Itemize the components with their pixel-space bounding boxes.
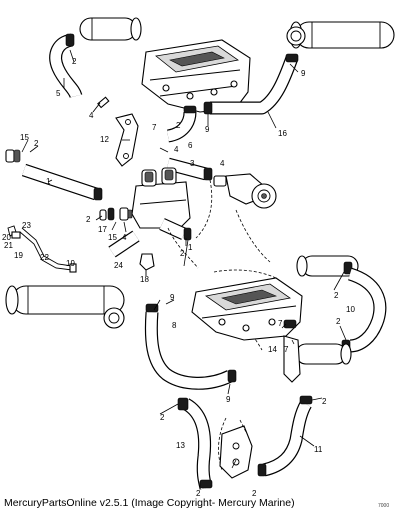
callout-21: 21 [4, 241, 13, 250]
callout-4: 4 [89, 111, 94, 120]
hose-6 [166, 105, 197, 143]
lower-right-pipe [283, 319, 352, 383]
upper-right-exhaust-elbow [286, 21, 395, 49]
callout-23: 23 [22, 221, 31, 230]
hose-16 [203, 53, 299, 115]
callout-7: 7 [278, 319, 283, 328]
leader-lines [21, 49, 347, 469]
figure-reference-number: 7000 [378, 503, 390, 509]
callout-3: 3 [190, 159, 195, 168]
hose-1-short [159, 218, 192, 241]
callout-22: 22 [40, 253, 49, 262]
callout-10: 10 [346, 305, 355, 314]
callout-9: 9 [226, 395, 231, 404]
hose-3 [166, 157, 213, 181]
callout-19: 19 [14, 251, 23, 260]
callout-15: 15 [20, 133, 29, 142]
drain-kit [7, 225, 77, 273]
callout-2: 2 [176, 121, 181, 130]
callout-2: 2 [160, 413, 165, 422]
hose-8 [144, 303, 237, 390]
callout-17: 17 [98, 225, 107, 234]
upper-exhaust-manifold [141, 39, 251, 113]
hose-13 [177, 397, 213, 490]
fitting-4-top [92, 96, 110, 113]
callout-13: 13 [176, 441, 185, 450]
callout-2: 2 [334, 291, 339, 300]
thermostat-housing [131, 167, 191, 229]
callout-7: 7 [152, 123, 157, 132]
callout-7: 7 [284, 345, 289, 354]
fitting-group-middle [99, 207, 133, 221]
callout-2: 2 [252, 489, 257, 498]
hose-11 [257, 395, 313, 477]
callout-20: 20 [2, 233, 11, 242]
right-side-elbow [296, 255, 359, 277]
callout-4: 4 [220, 159, 225, 168]
callout-1: 1 [46, 177, 51, 186]
circulating-pump [213, 173, 277, 209]
callout-labels: 2 5 9 4 7 2 9 16 12 6 4 15 2 3 4 1 2 17 … [2, 57, 355, 498]
callout-2: 2 [322, 397, 327, 406]
dashed-lines [167, 179, 277, 471]
lower-exhaust-manifold [191, 277, 303, 341]
callout-1: 1 [188, 243, 193, 252]
callout-2: 2 [34, 139, 39, 148]
hose-1 [5, 149, 103, 201]
callout-14: 14 [268, 345, 277, 354]
callout-4: 4 [122, 233, 127, 242]
callout-2: 2 [196, 489, 201, 498]
callout-6: 6 [188, 141, 193, 150]
callout-4: 4 [174, 145, 179, 154]
callout-2: 2 [86, 215, 91, 224]
callout-12: 12 [100, 135, 109, 144]
copyright-footer: MercuryPartsOnline v2.5.1 (Image Copyrig… [4, 497, 295, 509]
hose-5 [49, 33, 83, 99]
callout-19: 19 [66, 259, 75, 268]
callout-15: 15 [108, 233, 117, 242]
callout-8: 8 [172, 321, 177, 330]
callout-16: 16 [278, 129, 287, 138]
hose-24 [108, 230, 140, 258]
callout-2: 2 [72, 57, 77, 66]
callout-2: 2 [336, 317, 341, 326]
callout-18: 18 [140, 275, 149, 284]
lower-pump-assembly [219, 419, 253, 479]
callout-5: 5 [56, 89, 61, 98]
callout-9: 9 [170, 293, 175, 302]
callout-9: 9 [301, 69, 306, 78]
upper-left-exhaust-elbow [79, 17, 142, 41]
callout-11: 11 [314, 445, 323, 454]
lower-left-exhaust-elbow [5, 285, 125, 329]
callout-9: 9 [205, 125, 210, 134]
callout-24: 24 [114, 261, 123, 270]
callout-2: 2 [180, 249, 185, 258]
fitting-18 [139, 253, 155, 276]
